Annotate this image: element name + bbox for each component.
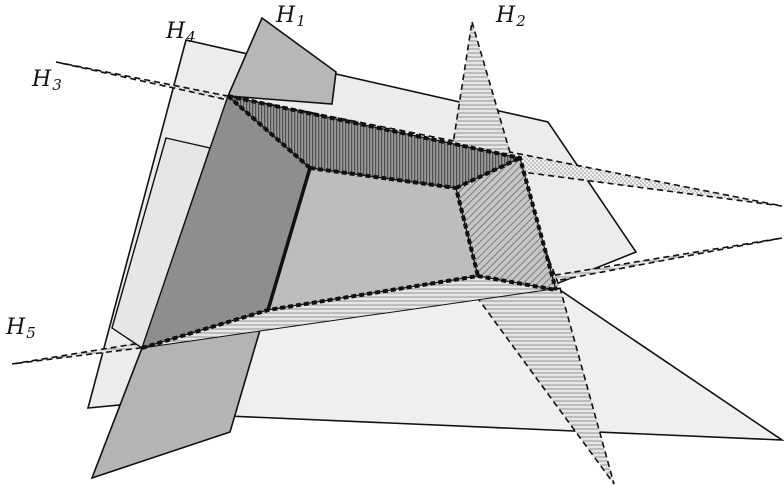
polytope-solid-edge <box>266 167 312 311</box>
label-h3: H3 <box>31 67 62 94</box>
polytope-bottom-face <box>141 275 561 349</box>
label-h4: H4 <box>165 19 196 46</box>
label-h5: H5 <box>5 315 36 342</box>
plane-h1 <box>226 16 337 105</box>
label-h2: H2 <box>495 3 526 30</box>
label-h1: H1 <box>275 3 306 30</box>
polytope-edges <box>141 94 558 350</box>
